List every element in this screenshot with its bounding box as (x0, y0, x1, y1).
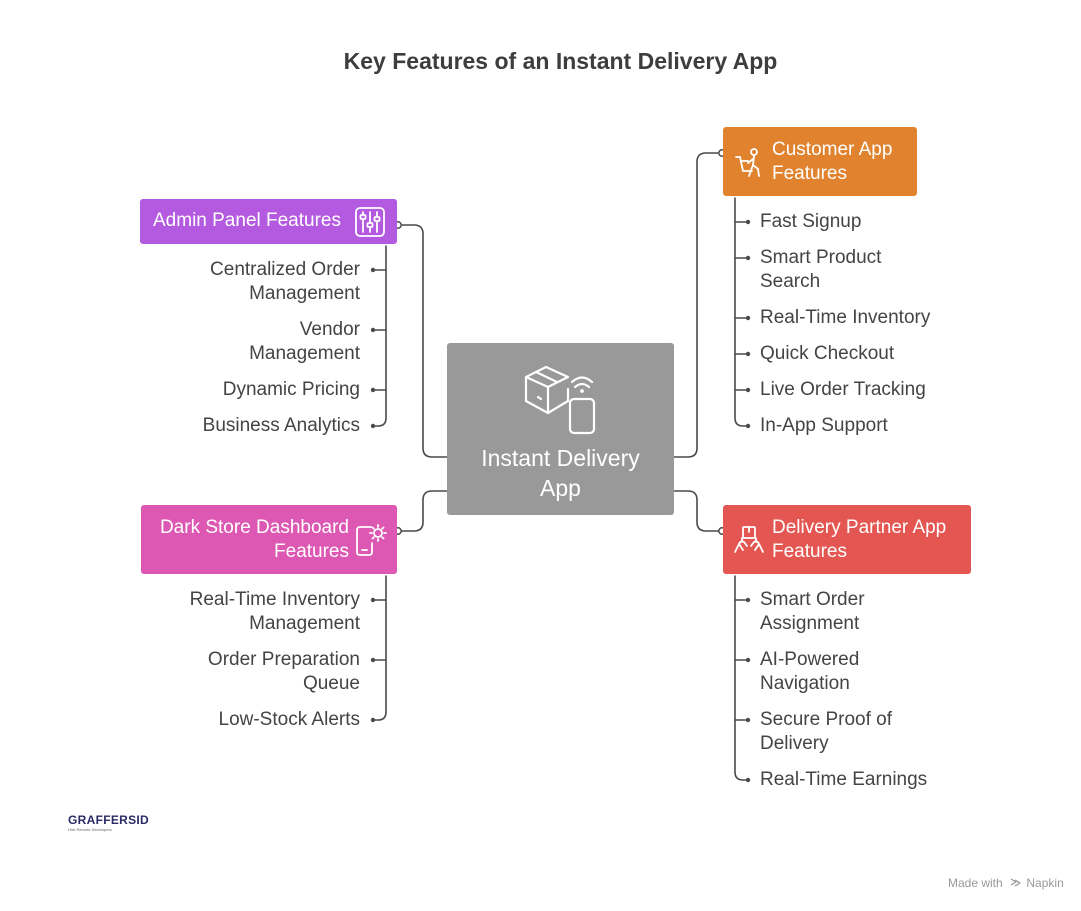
center-label: Instant Delivery App (447, 443, 674, 503)
sliders-icon (355, 207, 385, 237)
delivery-spine (734, 575, 749, 781)
admin-item-dynamic-pricing: Dynamic Pricing (222, 379, 360, 400)
dark-store-spine (372, 575, 387, 721)
logo-name: GRAFFERSID (68, 813, 149, 827)
made-with-napkin: Made with Napkin (948, 876, 1064, 890)
napkin-brand: Napkin (1026, 876, 1064, 890)
package-phone-icon (524, 365, 596, 435)
center-label-line1: Instant Delivery (481, 445, 640, 471)
hands-package-icon (734, 526, 764, 553)
napkin-logo-icon (1010, 878, 1021, 887)
diagram-title: Key Features of an Instant Delivery App (343, 48, 778, 74)
delivery-item-real-time-earnings: Real-Time Earnings (760, 769, 928, 790)
connector-center-dark-store (397, 490, 448, 532)
customer-item-real-time-inventory: Real-Time Inventory (760, 307, 931, 328)
admin-panel-node: Admin Panel Features (140, 199, 397, 244)
admin-spine (372, 245, 387, 427)
customer-item-fast-signup: Fast Signup (760, 211, 862, 232)
customer-item-quick-checkout: Quick Checkout (760, 343, 895, 364)
connector-center-admin (397, 224, 448, 458)
person-cart-icon (735, 148, 760, 177)
customer-spine (734, 197, 749, 427)
graffersid-logo: GRAFFERSID Hire Remote Developers (68, 813, 149, 832)
admin-item-business-analytics: Business Analytics (202, 415, 360, 436)
admin-panel-label: Admin Panel Features (153, 210, 341, 231)
phone-gear-icon (356, 524, 387, 556)
customer-item-live-order-tracking: Live Order Tracking (760, 379, 926, 400)
center-node: Instant Delivery App (447, 343, 674, 515)
customer-item-in-app-support: In-App Support (760, 415, 888, 436)
logo-tagline: Hire Remote Developers (68, 827, 112, 832)
center-label-line2: App (540, 475, 581, 501)
made-with-text: Made with (948, 876, 1003, 890)
connector-center-customer (673, 152, 723, 458)
connector-center-delivery (673, 490, 723, 532)
dark-store-item-low-stock-alerts: Low-Stock Alerts (218, 709, 361, 730)
